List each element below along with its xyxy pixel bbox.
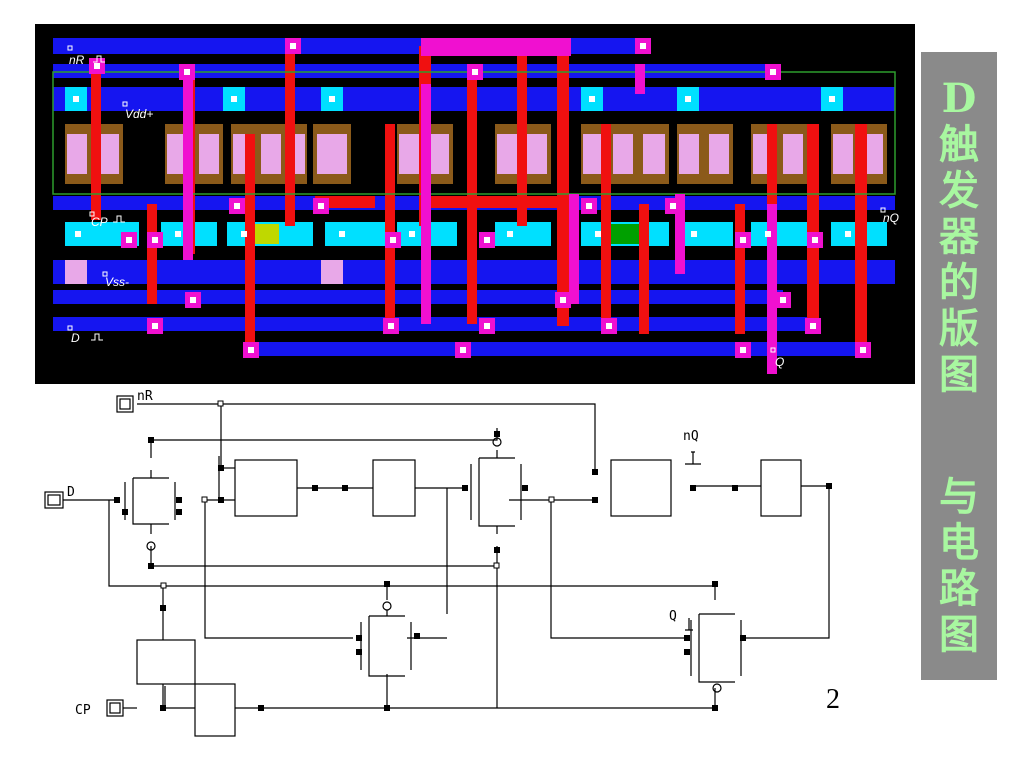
title-char: D [941,75,977,122]
title-vertical-part1: D 触 发 器 的 版 图 [921,76,997,398]
title-char: 路 [939,565,979,612]
metal2-wires [183,38,777,374]
open-junctions [160,400,555,589]
title-char: 电 [939,519,979,566]
junction-dots [114,431,832,711]
layout-label-vss: Vss- [105,275,129,289]
nand-block-2 [610,459,672,517]
poly-gates [91,46,867,354]
title-char: 图 [939,611,979,658]
logic-blocks [136,459,802,737]
inverter-block-1 [372,459,416,517]
layout-label-d: D [71,331,80,345]
layout-label-nq: nQ [883,211,899,225]
inverter-block-2 [760,459,802,517]
pin-label-Q: Q [669,609,677,624]
green-diffusion [611,224,643,244]
transmission-gates [124,437,742,693]
title-char: 触 [939,121,979,168]
layout-drawing: nR Vdd+ CP Vss- D nQ Q [52,38,899,374]
layout-label-cp: CP [91,215,108,229]
title-char: 发 [939,167,979,214]
title-char: 图 [939,351,979,398]
cp-inverter-block-2 [194,683,236,737]
title-char: 的 [939,259,979,306]
pin-symbols [44,395,701,717]
side-title-panel: D 触 发 器 的 版 图 与 电 路 图 [921,52,997,680]
label-pin-markers [67,45,886,353]
schematic-diagram: nR D CP nQ Q [44,389,832,737]
title-char: 与 [939,473,979,520]
layout-label-q: Q [775,355,784,369]
pin-label-D: D [67,485,75,500]
title-vertical-part2: 与 电 路 图 [921,474,997,658]
cp-inverter-block-1 [136,639,196,685]
title-char: 版 [939,305,979,352]
layout-panel: nR Vdd+ CP Vss- D nQ Q [35,24,915,384]
layout-label-nR: nR [69,53,85,67]
yellow-diffusion [253,224,279,244]
pin-label-CP: CP [75,703,91,718]
page-number: 2 [826,684,840,715]
diffusion-contacts [65,134,883,284]
schematic-wires [81,403,830,709]
pin-label-nQ: nQ [683,429,699,444]
layout-label-vdd: Vdd+ [125,107,153,121]
pin-label-nR: nR [137,389,153,404]
title-char: 器 [939,213,979,260]
nand-block-1 [234,459,298,517]
